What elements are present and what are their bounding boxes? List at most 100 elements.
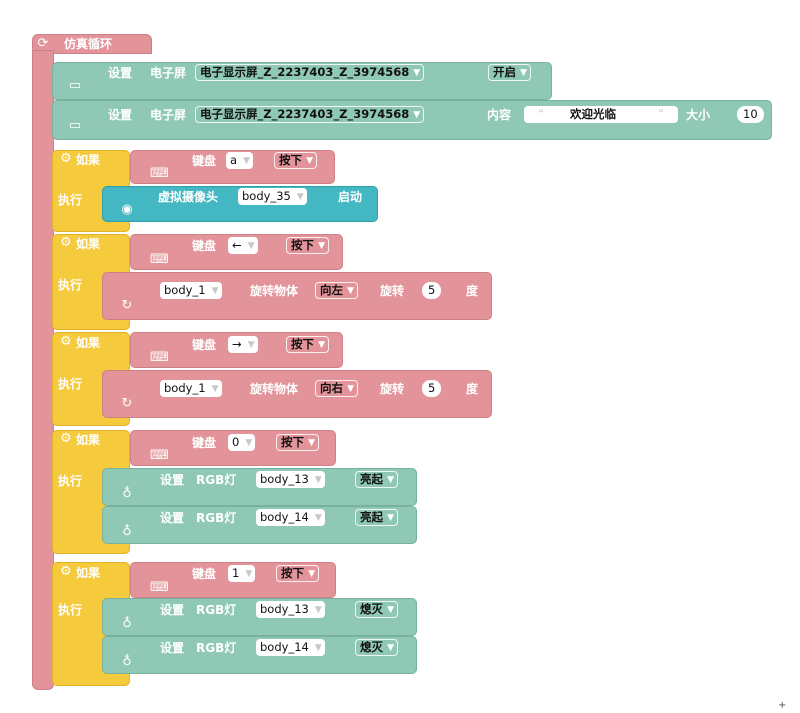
if-label: 如果	[76, 336, 101, 350]
dropdown-arrow-icon: ▼	[387, 605, 394, 615]
dropdown-arrow-icon: ▼	[247, 340, 255, 350]
degree-unit-label: 度	[466, 382, 479, 396]
content-text-value: 欢迎光临	[570, 107, 616, 121]
rgb-device-value: body_14	[260, 640, 309, 654]
bulb-icon: ♁	[122, 524, 132, 539]
gear-icon: ⚙	[60, 431, 72, 446]
key-value: 0	[232, 435, 240, 449]
rotate-device-dropdown[interactable]: body_1 ▼	[160, 282, 222, 299]
bulb-icon: ♁	[122, 654, 132, 669]
key-dropdown[interactable]: ←▼	[228, 237, 258, 254]
dropdown-arrow-icon: ▼	[308, 438, 315, 448]
quote-close: ”	[658, 107, 664, 121]
dropdown-arrow-icon: ▼	[211, 286, 219, 296]
rotate-amount-input[interactable]: 5	[422, 380, 442, 397]
size-label: 大小	[686, 108, 711, 122]
dropdown-arrow-icon: ▼	[314, 643, 322, 653]
key-dropdown[interactable]: a▼	[226, 152, 254, 169]
content-text-input[interactable]: “ 欢迎光临 ”	[524, 106, 678, 123]
dropdown-arrow-icon: ▼	[347, 384, 354, 394]
size-number-input[interactable]: 10	[737, 106, 764, 123]
if-label: 如果	[76, 237, 101, 251]
rgb-state-dropdown[interactable]: 熄灭▼	[355, 601, 398, 618]
device-type-label: 电子屏	[150, 108, 187, 122]
virtual-camera-label: 虚拟摄像头	[158, 190, 219, 204]
keyboard-label: 键盘	[192, 436, 217, 450]
rgb-device-dropdown[interactable]: body_13 ▼	[256, 601, 325, 618]
key-value: 1	[232, 566, 240, 580]
key-state-dropdown[interactable]: 按下▼	[286, 336, 329, 353]
dropdown-arrow-icon: ▼	[211, 384, 219, 394]
dropdown-arrow-icon: ▼	[296, 192, 304, 202]
key-state-dropdown[interactable]: 按下▼	[286, 237, 329, 254]
keyboard-label: 键盘	[192, 567, 217, 581]
loop-label: 仿真循环	[64, 37, 113, 51]
rgb-state-dropdown[interactable]: 亮起▼	[355, 471, 398, 488]
keyboard-icon: ⌨	[150, 580, 169, 595]
gear-icon: ⚙	[60, 334, 72, 349]
rgb-device-dropdown[interactable]: body_13▼	[256, 471, 325, 488]
dropdown-arrow-icon: ▼	[387, 475, 394, 485]
dropdown-arrow-icon: ▼	[245, 569, 253, 579]
key-dropdown[interactable]: 1▼	[228, 565, 256, 582]
dropdown-arrow-icon: ▼	[308, 569, 315, 579]
screen-device-value: 电子显示屏_Z_2237403_Z_3974568	[200, 107, 410, 121]
camera-device-dropdown[interactable]: body_35▼	[238, 188, 307, 205]
keyboard-label: 键盘	[192, 239, 217, 253]
rotate-device-dropdown[interactable]: body_1 ▼	[160, 380, 222, 397]
dropdown-arrow-icon: ▼	[314, 605, 322, 615]
rotate-direction-value: 向左	[320, 283, 343, 297]
rotate-object-label: 旋转物体	[250, 382, 299, 396]
if-label: 如果	[76, 433, 101, 447]
key-state-dropdown[interactable]: 按下▼	[276, 434, 319, 451]
key-dropdown[interactable]: →▼	[228, 336, 258, 353]
rotate-direction-dropdown[interactable]: 向左▼	[315, 282, 358, 299]
do-label: 执行	[58, 603, 83, 617]
dropdown-arrow-icon: ▼	[314, 475, 322, 485]
if-label: 如果	[76, 566, 101, 580]
degree-unit-label: 度	[466, 284, 479, 298]
screen-icon: ▭	[68, 118, 82, 133]
rgb-light-label: RGB灯	[196, 641, 237, 655]
rotate-icon: ↻	[121, 298, 133, 313]
gear-icon: ⚙	[60, 564, 72, 579]
rgb-state-dropdown[interactable]: 熄灭▼	[355, 639, 398, 656]
loop-icon: ⟳	[37, 36, 49, 51]
key-state-dropdown[interactable]: 按下▼	[274, 152, 317, 169]
rotate-device-value: body_1	[164, 381, 206, 395]
keyboard-icon: ⌨	[150, 448, 169, 463]
rgb-device-dropdown[interactable]: body_14▼	[256, 509, 325, 526]
key-value: a	[230, 153, 238, 167]
rotate-direction-dropdown[interactable]: 向右▼	[315, 380, 358, 397]
set-label: 设置	[108, 108, 133, 122]
key-dropdown[interactable]: 0▼	[228, 434, 256, 451]
set-label: 设置	[160, 473, 185, 487]
key-state-dropdown[interactable]: 按下▼	[276, 565, 319, 582]
rgb-light-label: RGB灯	[196, 603, 237, 617]
rgb-device-value: body_13	[260, 602, 309, 616]
set-screen-state-block[interactable]	[52, 62, 552, 100]
rgb-device-dropdown[interactable]: body_14 ▼	[256, 639, 325, 656]
key-value: →	[232, 337, 242, 351]
simulation-loop-block[interactable]	[32, 34, 152, 54]
key-state-value: 按下	[291, 238, 314, 252]
rgb-state-value: 熄灭	[360, 640, 383, 654]
screen-device-dropdown[interactable]: 电子显示屏_Z_2237403_Z_3974568▼	[195, 106, 425, 123]
dropdown-arrow-icon: ▼	[520, 68, 527, 78]
gear-icon: ⚙	[60, 235, 72, 250]
screen-device-dropdown[interactable]: 电子显示屏_Z_2237403_Z_3974568▼	[195, 64, 425, 81]
rotate-icon: ↻	[121, 396, 133, 411]
rotate-amount-input[interactable]: 5	[422, 282, 442, 299]
rgb-state-value: 亮起	[360, 510, 383, 524]
dropdown-arrow-icon: ▼	[306, 156, 313, 166]
rotate-device-value: body_1	[164, 283, 206, 297]
dropdown-arrow-icon: ▼	[413, 68, 421, 78]
set-label: 设置	[160, 603, 185, 617]
device-type-label: 电子屏	[150, 66, 187, 80]
screen-state-value: 开启	[493, 65, 516, 79]
keyboard-icon: ⌨	[150, 252, 169, 267]
set-label: 设置	[108, 66, 133, 80]
rgb-state-dropdown[interactable]: 亮起▼	[355, 509, 398, 526]
screen-state-dropdown[interactable]: 开启 ▼	[488, 64, 531, 81]
do-label: 执行	[58, 278, 83, 292]
